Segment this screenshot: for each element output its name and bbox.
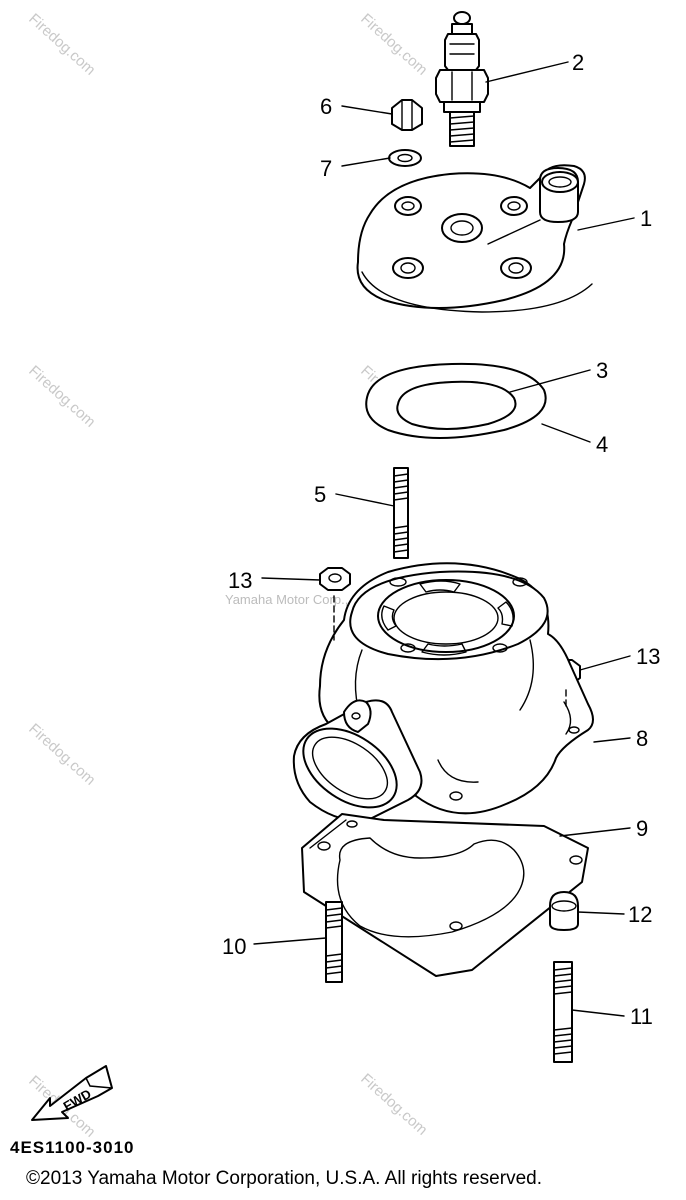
part-base-gasket xyxy=(301,813,589,977)
part-stud-right xyxy=(553,961,573,1063)
part-cylinder-head xyxy=(356,164,593,313)
watermark-text: Firedog.com xyxy=(25,10,98,78)
callout-7: 7 xyxy=(320,156,332,181)
part-nut-left xyxy=(319,567,351,591)
watermark-text: Firedog.com xyxy=(357,1070,430,1138)
part-dowel-pin xyxy=(549,891,579,931)
callout-8: 8 xyxy=(636,726,648,751)
leader-line xyxy=(577,217,635,231)
watermark-text: Firedog.com xyxy=(357,10,430,78)
leader-line xyxy=(485,61,569,83)
copyright-notice: ©2013 Yamaha Motor Corporation, U.S.A. A… xyxy=(26,1168,542,1189)
leader-line xyxy=(335,493,395,507)
leader-line xyxy=(341,105,393,115)
callout-4: 4 xyxy=(596,432,608,457)
part-spark-plug xyxy=(435,11,489,147)
leader-line xyxy=(593,737,631,743)
leader-line xyxy=(559,827,631,837)
callout-12: 12 xyxy=(628,902,652,927)
leader-lines xyxy=(253,61,635,1017)
fwd-arrow-icon: FWD xyxy=(31,1065,113,1121)
callout-13-right: 13 xyxy=(636,644,660,669)
part-cap-nut xyxy=(391,99,423,131)
part-head-gasket xyxy=(365,362,547,439)
leader-line xyxy=(577,911,625,915)
leader-line xyxy=(261,577,321,581)
callout-6: 6 xyxy=(320,94,332,119)
callout-9: 9 xyxy=(636,816,648,841)
watermark-text: Firedog.com xyxy=(25,362,98,430)
leader-line xyxy=(253,937,327,945)
callout-1: 1 xyxy=(640,206,652,231)
callout-13-left: 13 xyxy=(228,568,252,593)
callout-numbers: 2 6 7 1 3 4 5 13 13 8 9 10 12 11 xyxy=(222,50,660,1029)
leader-line xyxy=(541,423,591,443)
callout-5: 5 xyxy=(314,482,326,507)
callout-2: 2 xyxy=(572,50,584,75)
leader-line xyxy=(579,655,631,671)
leader-line xyxy=(509,369,591,393)
callout-10: 10 xyxy=(222,934,246,959)
part-stud-bolt xyxy=(393,467,409,559)
callout-11: 11 xyxy=(630,1004,653,1029)
diagram-part-number: 4ES1100-3010 xyxy=(10,1138,135,1157)
part-cylinder xyxy=(292,562,594,822)
callout-3: 3 xyxy=(596,358,608,383)
part-stud-left xyxy=(325,901,343,983)
leader-line xyxy=(571,1009,625,1017)
leader-line xyxy=(341,157,391,167)
part-washer xyxy=(388,149,422,167)
watermark-text: Firedog.com xyxy=(25,720,98,788)
